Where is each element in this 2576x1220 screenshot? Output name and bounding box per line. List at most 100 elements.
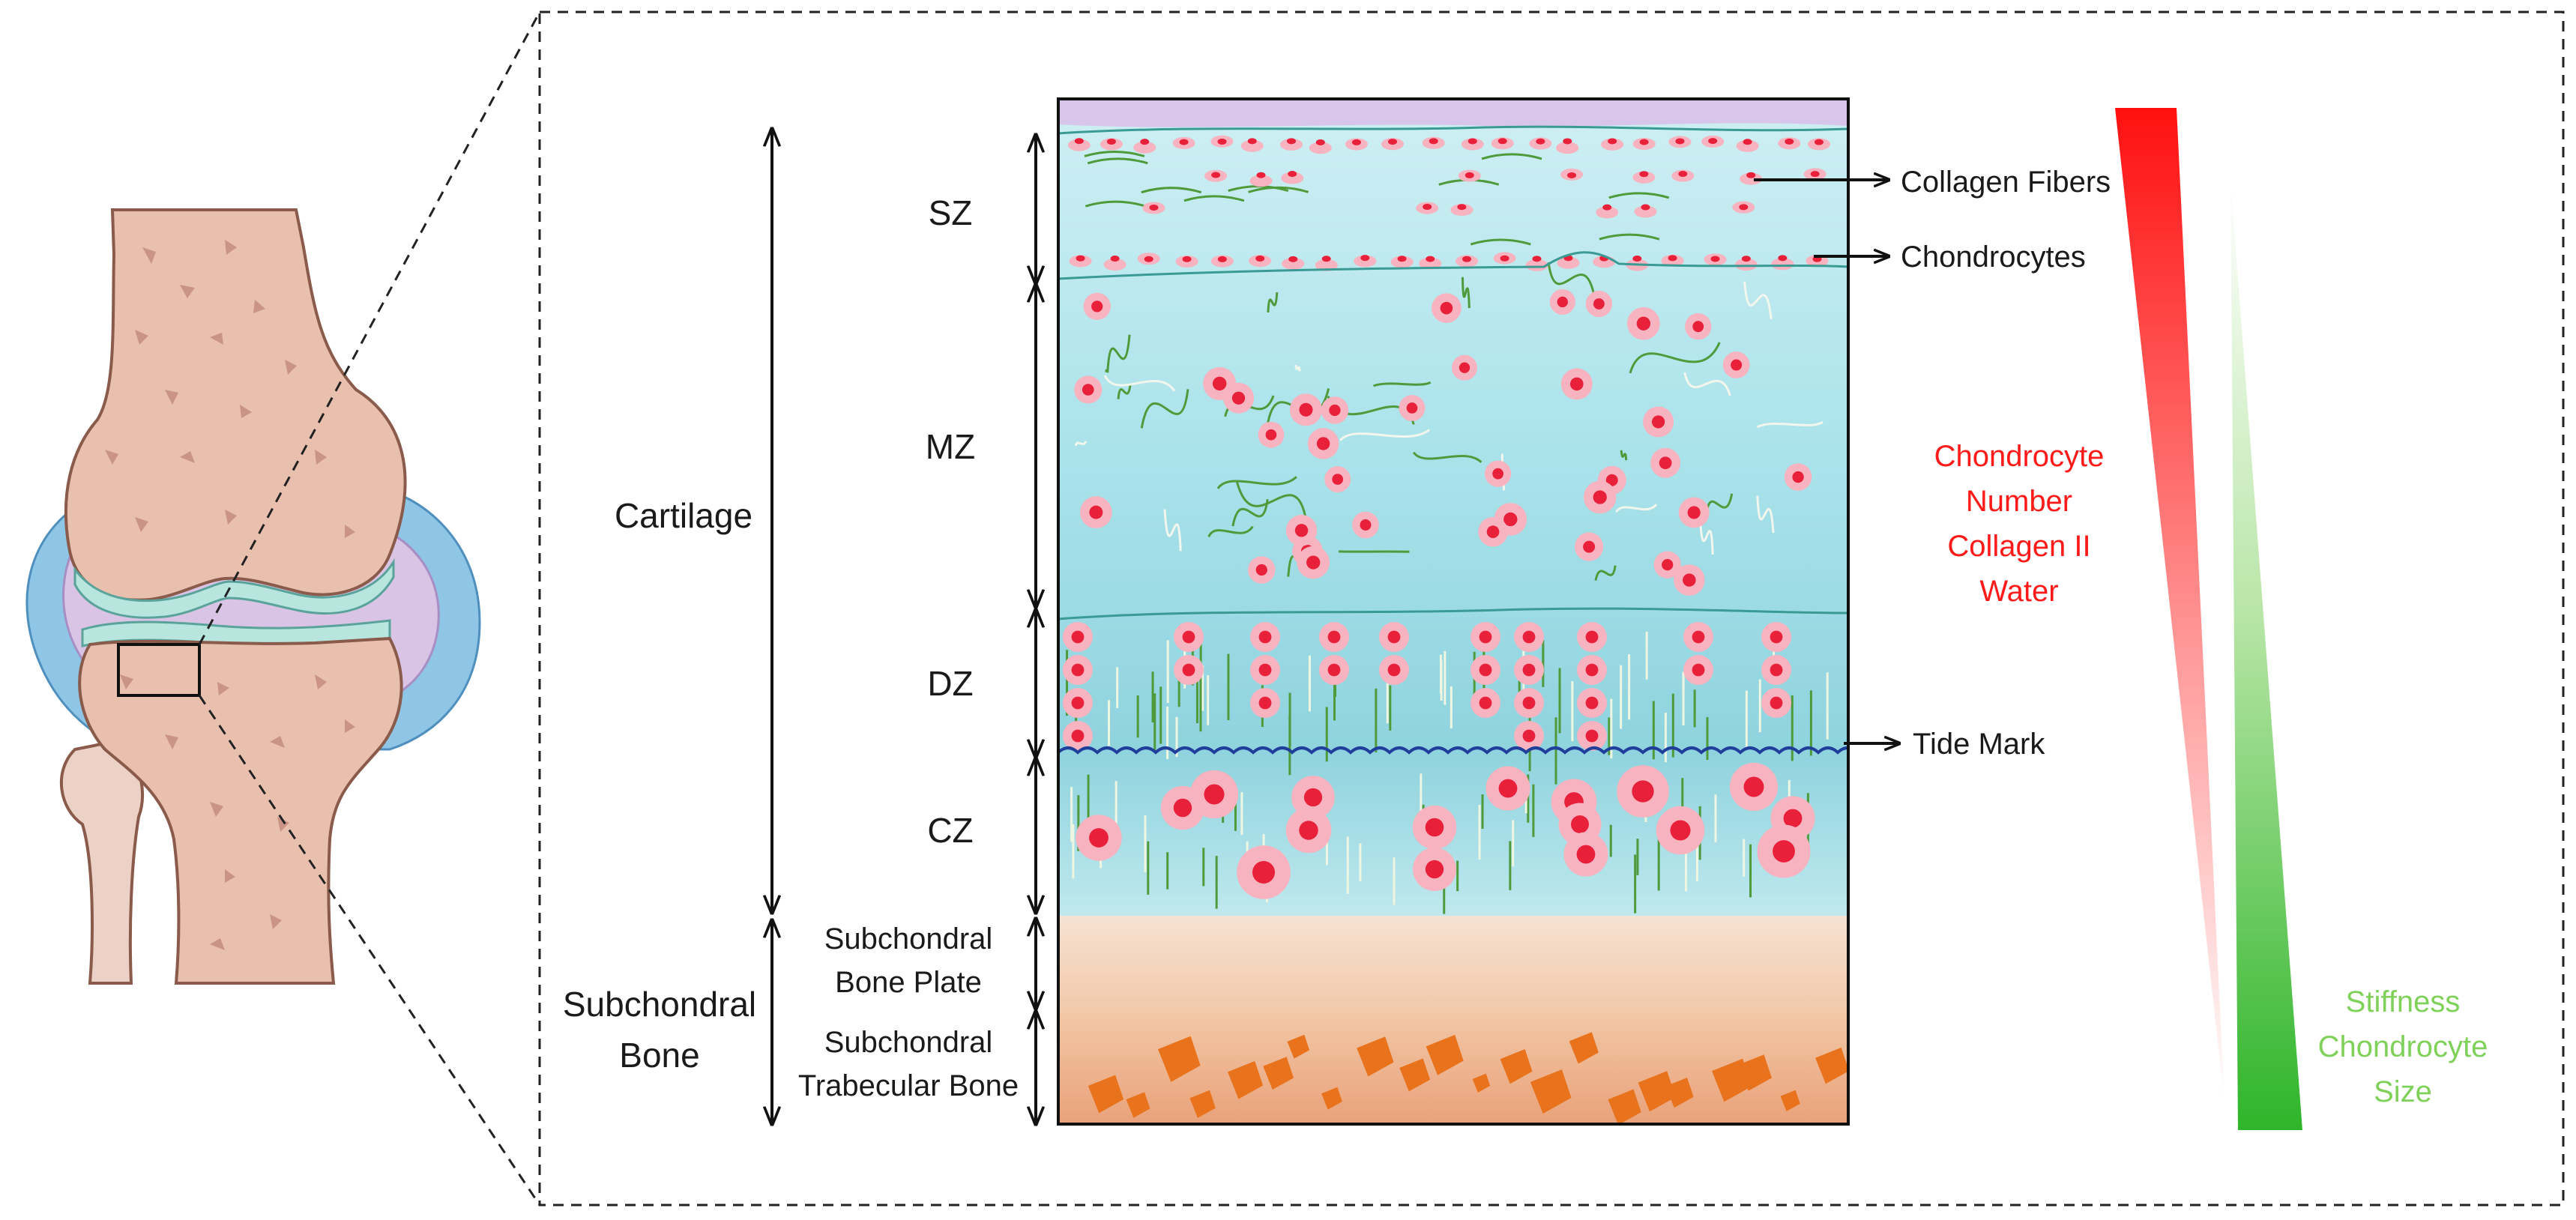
chondrocyte-round	[1585, 290, 1613, 318]
chondrocytes-label: Chondrocytes	[1901, 241, 2086, 274]
callout-arrows	[1754, 180, 1899, 743]
chondrocyte-column	[1577, 721, 1607, 751]
increasing-line-3: Size	[2374, 1075, 2432, 1108]
chondrocyte-cells	[1063, 135, 1830, 899]
chondrocyte-flat	[1249, 255, 1272, 268]
fibula	[59, 740, 145, 985]
tide-mark-line	[1058, 746, 1848, 755]
chondrocyte-column	[1379, 622, 1409, 652]
chondrocyte-column	[1174, 655, 1204, 685]
chondrocyte-flat	[1704, 253, 1727, 266]
chondrocyte-flat	[1671, 169, 1695, 182]
chondrocyte-flat	[1560, 168, 1584, 181]
chondrocyte-flat	[1175, 255, 1198, 268]
collagen-fiber	[1461, 277, 1471, 309]
chondrocyte-column	[1577, 655, 1607, 685]
chondrocyte-flat	[1345, 138, 1368, 151]
chondrocyte-round	[1223, 382, 1255, 414]
trabecular-fragment	[1088, 1075, 1124, 1114]
collagen-fiber	[1615, 504, 1658, 513]
chondrocyte-column	[1319, 622, 1349, 652]
collagen-fiber	[1085, 200, 1146, 208]
collagen-fiber	[1267, 292, 1279, 313]
increasing-gradient-wedge	[2230, 180, 2302, 1130]
decreasing-line-2: Number	[1966, 485, 2072, 518]
trabecular-fragment	[1665, 1078, 1694, 1108]
sz-label: SZ	[929, 193, 973, 232]
chondrocyte-flat	[1668, 136, 1692, 148]
increasing-line-2: Chondrocyte	[2318, 1030, 2488, 1063]
chondrocyte-hypertrophic	[1757, 824, 1811, 878]
trabecular-fragment	[1287, 1034, 1310, 1059]
chondrocyte-flat	[1381, 138, 1405, 151]
chondrocyte-flat	[1315, 256, 1338, 271]
collagen-fiber	[1074, 441, 1088, 447]
chondrocyte-column	[1683, 655, 1713, 685]
sz-boundary-top	[1058, 125, 1848, 135]
cz-label: CZ	[927, 811, 973, 850]
chondrocyte-flat	[1282, 256, 1305, 270]
collagen-fiber	[1756, 495, 1775, 534]
knee-joint-illustration	[25, 208, 481, 985]
trabecular-fragment	[1569, 1032, 1599, 1064]
tissue-column	[1058, 99, 1848, 1124]
chondrocyte-flat	[1249, 172, 1273, 187]
chondrocyte-round	[1285, 515, 1318, 546]
chondrocyte-flat	[1736, 139, 1759, 152]
trabecular-fragment	[1426, 1034, 1464, 1075]
trabecular-fragment	[1780, 1090, 1800, 1111]
collagen-fiber	[1140, 389, 1189, 429]
chondrocyte-flat	[1240, 138, 1264, 152]
chondrocyte-round	[1650, 447, 1681, 478]
chondrocyte-flat	[1204, 169, 1228, 182]
trabecular-bone-label-line2: Trabecular Bone	[798, 1069, 1019, 1102]
trabecular-fragment	[1399, 1058, 1431, 1092]
zoom-line-bottom	[198, 695, 541, 1206]
chondrocyte-flat	[1354, 255, 1377, 268]
chondrocyte-round	[1324, 466, 1351, 493]
chondrocyte-round	[1485, 460, 1512, 487]
chondrocyte-column	[1250, 655, 1280, 685]
chondrocyte-round	[1575, 532, 1604, 561]
chondrocyte-round	[1321, 396, 1349, 424]
collagen-fiber	[1117, 383, 1132, 399]
collagen-fiber	[1141, 187, 1202, 194]
chondrocyte-flat	[1100, 138, 1123, 151]
chondrocyte-flat	[1596, 204, 1619, 219]
collagen-fiber	[1608, 192, 1670, 199]
chondrocyte-hypertrophic	[1291, 776, 1335, 819]
collagen-fiber	[1339, 429, 1431, 441]
chondrocyte-column	[1063, 721, 1093, 751]
chondrocyte-flat	[1137, 253, 1160, 265]
chondrocyte-round	[1643, 406, 1674, 438]
chondrocyte-hypertrophic	[1617, 765, 1669, 818]
chondrocyte-hypertrophic	[1413, 848, 1456, 891]
chondrocyte-flat	[1210, 255, 1234, 268]
chondrocyte-column	[1761, 622, 1791, 652]
chondrocyte-flat	[1456, 255, 1479, 268]
decreasing-line-1: Chondrocyte	[1934, 440, 2105, 473]
chondrocyte-round	[1248, 556, 1276, 584]
mz-dz-boundary	[1058, 607, 1848, 620]
chondrocyte-round	[1784, 463, 1812, 491]
chondrocyte-flat	[1210, 135, 1234, 148]
trabecular-fragment	[1357, 1036, 1394, 1077]
trabecular-fragment	[1500, 1049, 1533, 1084]
chondrocyte-round	[1678, 497, 1710, 528]
chondrocyte-round	[1653, 551, 1681, 579]
collagen-fiber	[1698, 517, 1714, 555]
chondrocyte-flat	[1390, 256, 1414, 268]
chondrocyte-flat	[1172, 136, 1195, 149]
chondrocyte-round	[1452, 354, 1478, 381]
chondrocyte-flat	[1422, 136, 1445, 149]
trabecular-fragment	[1321, 1087, 1342, 1110]
collagen-fiber	[1683, 372, 1731, 396]
collagen-fiber	[1629, 342, 1721, 374]
chondrocyte-round	[1478, 516, 1508, 547]
chondrocyte-round	[1080, 496, 1112, 528]
chondrocyte-flat	[1458, 169, 1481, 182]
chondrocyte-column	[1250, 622, 1280, 652]
chondrocyte-column	[1577, 622, 1607, 652]
chondrocyte-column	[1471, 688, 1500, 718]
trabecular-fragment	[1737, 1054, 1772, 1091]
